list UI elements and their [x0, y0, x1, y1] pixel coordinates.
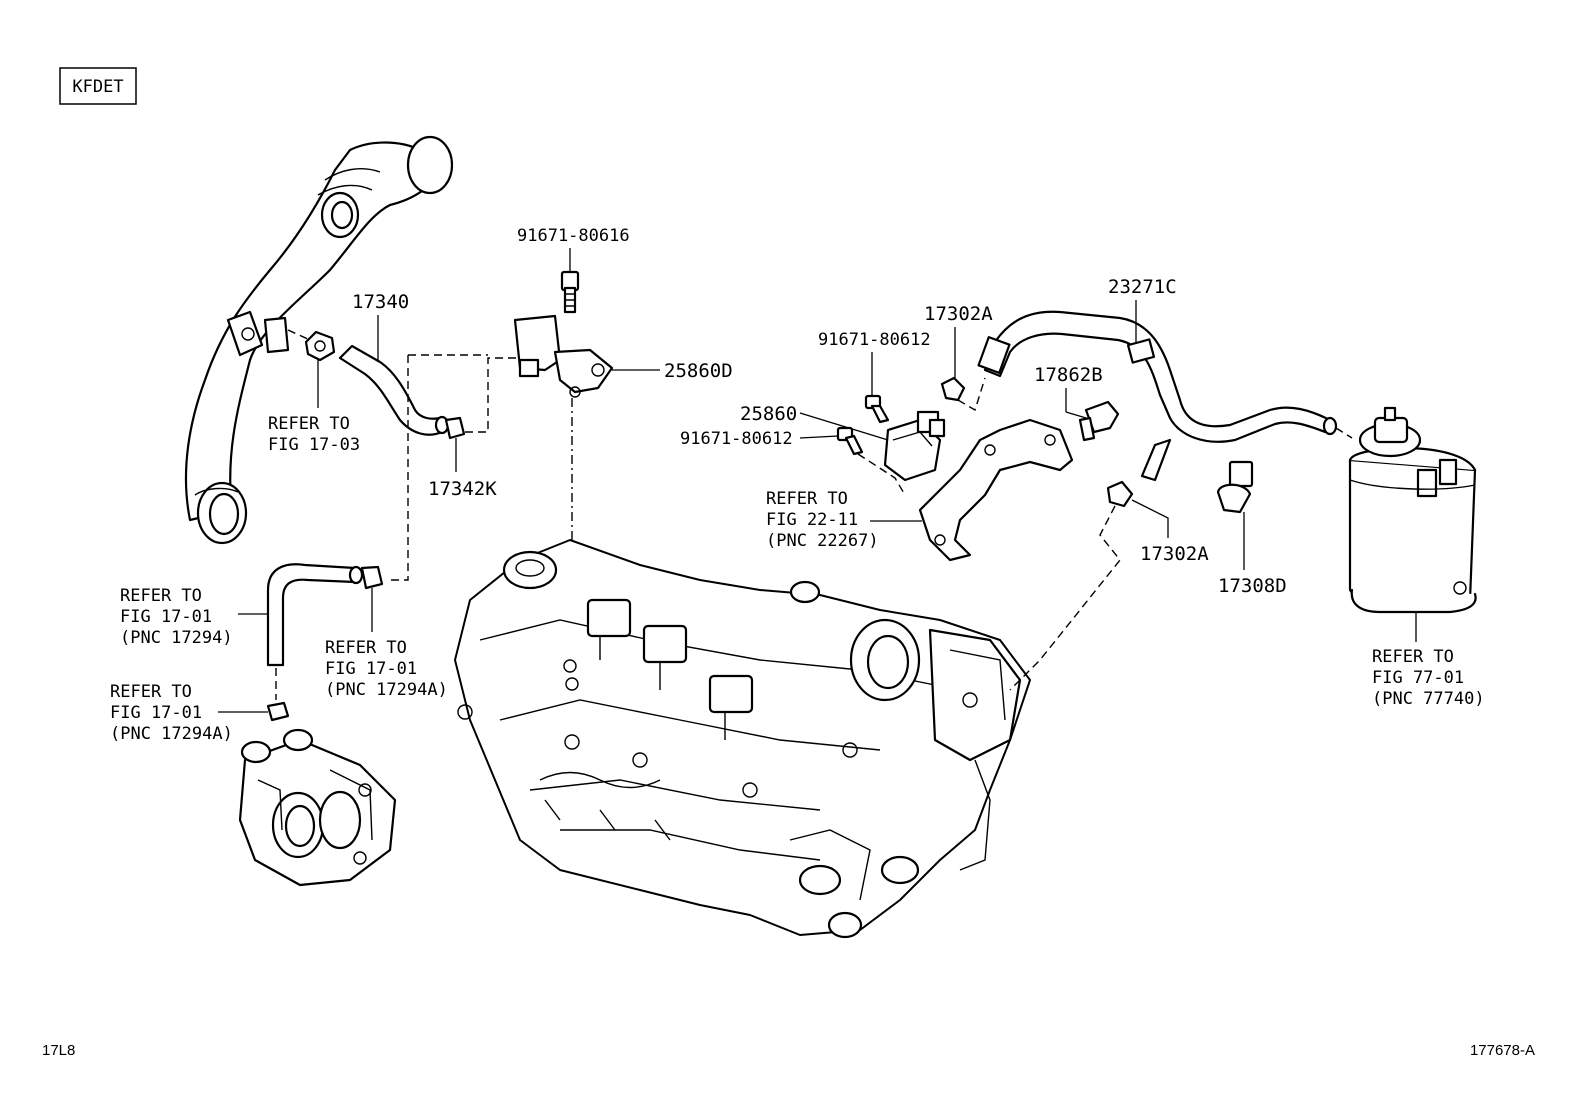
svg-text:FIG 22-11: FIG 22-11: [766, 510, 858, 530]
clamp-17302A-top-drawing: [940, 376, 966, 402]
hose-17340-drawing: [338, 344, 466, 440]
callout-91671-80612-b: 91671-80612: [680, 429, 793, 449]
variant-code: KFDET: [72, 77, 123, 97]
svg-text:(PNC 22267): (PNC 22267): [766, 531, 879, 551]
callout-17862B: 17862B: [1034, 364, 1103, 386]
callout-23271C: 23271C: [1108, 276, 1177, 298]
svg-text:FIG 17-01: FIG 17-01: [120, 607, 212, 627]
ref-fig-17-01-pnc-17294A-low: REFER TO FIG 17-01 (PNC 17294A): [110, 682, 233, 744]
variant-code-box: KFDET: [59, 67, 137, 105]
bolt-91671-80612-lower-drawing: [836, 426, 864, 456]
ref-fig-22-11-pnc-22267: REFER TO FIG 22-11 (PNC 22267): [766, 489, 879, 551]
ref-fig-17-03: REFER TO FIG 17-03: [268, 414, 360, 455]
footer-right-code: 177678-A: [1470, 1042, 1535, 1059]
svg-text:FIG 17-01: FIG 17-01: [110, 703, 202, 723]
svg-text:(PNC 17294A): (PNC 17294A): [325, 680, 448, 700]
air-intake-hose-drawing: [184, 135, 454, 545]
engine-cylinder-head-drawing: [454, 539, 1031, 939]
hose-clamp-17-03-drawing: [287, 329, 336, 362]
charcoal-canister-drawing: [1348, 406, 1477, 614]
callout-91671-80616: 91671-80616: [517, 226, 630, 246]
callout-17308D: 17308D: [1218, 575, 1287, 597]
callout-25860: 25860: [740, 403, 797, 425]
bolt-91671-80612-upper-drawing: [864, 394, 890, 424]
hose-23271C-drawing: [977, 310, 1338, 482]
callout-17340: 17340: [352, 291, 409, 313]
svg-text:FIG 77-01: FIG 77-01: [1372, 668, 1464, 688]
svg-text:REFER TO: REFER TO: [268, 414, 350, 434]
svg-text:(PNC 17294): (PNC 17294): [120, 628, 233, 648]
hose-17294-drawing: [266, 563, 384, 667]
callout-17302A-top: 17302A: [924, 303, 993, 325]
svg-text:REFER TO: REFER TO: [325, 638, 407, 658]
vsv-25860D-drawing: [513, 270, 614, 398]
svg-text:REFER TO: REFER TO: [110, 682, 192, 702]
svg-text:REFER TO: REFER TO: [1372, 647, 1454, 667]
bracket-22267-drawing: [918, 418, 1074, 562]
svg-text:(PNC 17294A): (PNC 17294A): [110, 724, 233, 744]
callout-17342K: 17342K: [428, 478, 497, 500]
throttle-body-drawing: [238, 728, 397, 887]
ref-fig-17-01-pnc-17294: REFER TO FIG 17-01 (PNC 17294): [120, 586, 233, 648]
svg-text:REFER TO: REFER TO: [120, 586, 202, 606]
footer-left-code: 17L8: [42, 1042, 75, 1059]
vsv-25860-drawing: [883, 410, 946, 482]
svg-text:FIG 17-03: FIG 17-03: [268, 435, 360, 455]
callout-17302A-right: 17302A: [1140, 543, 1209, 565]
callout-91671-80612-a: 91671-80612: [818, 330, 931, 350]
ref-fig-77-01-pnc-77740: REFER TO FIG 77-01 (PNC 77740): [1372, 647, 1485, 709]
svg-text:(PNC 77740): (PNC 77740): [1372, 689, 1485, 709]
callout-25860D: 25860D: [664, 360, 733, 382]
clamp-lower-drawing: [266, 701, 290, 722]
clip-17308D-drawing: [1216, 460, 1254, 514]
svg-text:REFER TO: REFER TO: [766, 489, 848, 509]
clamp-17302A-right-drawing: [1106, 480, 1134, 508]
clip-17862B-drawing: [1078, 400, 1120, 442]
ref-fig-17-01-pnc-17294A-mid: REFER TO FIG 17-01 (PNC 17294A): [325, 638, 448, 700]
svg-text:FIG 17-01: FIG 17-01: [325, 659, 417, 679]
